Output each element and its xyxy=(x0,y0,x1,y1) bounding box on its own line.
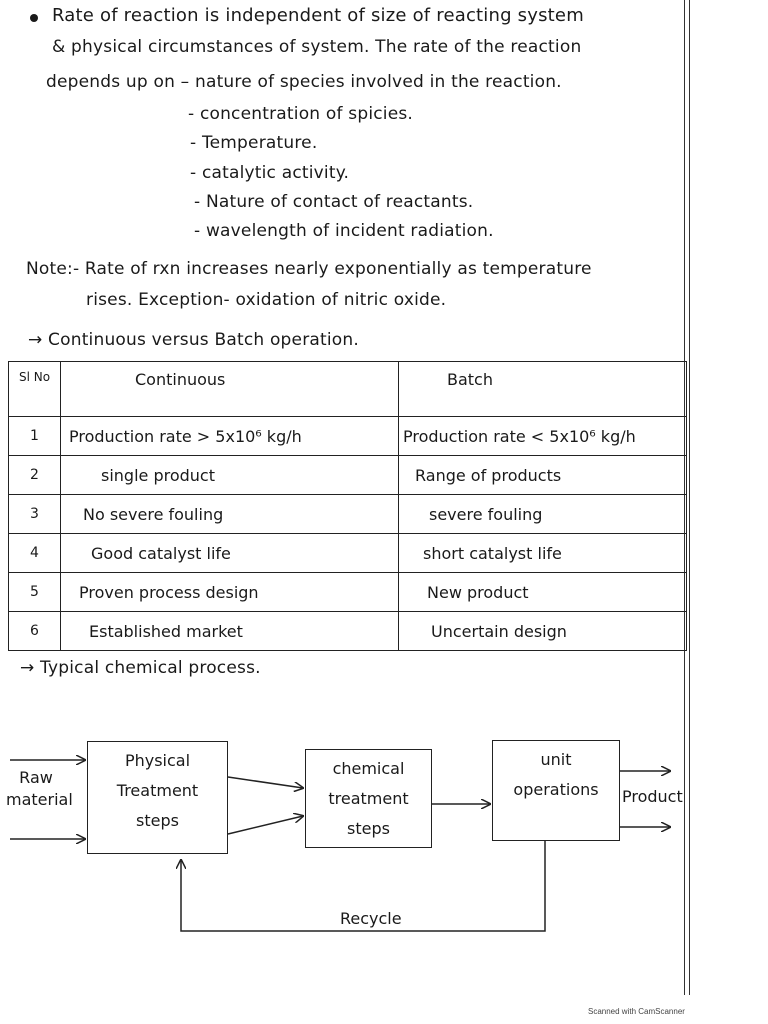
raw-material-label-line: Raw xyxy=(19,768,53,787)
intro-line-2: & physical circumstances of system. The … xyxy=(52,37,582,57)
box-label: treatment xyxy=(328,789,409,808)
cell-batch: short catalyst life xyxy=(398,533,687,573)
table-row: 2 single product Range of products xyxy=(8,455,687,495)
bullet-icon xyxy=(30,14,38,22)
cell-sl: 3 xyxy=(8,494,61,534)
box-label: chemical xyxy=(332,759,405,778)
table-row: 4 Good catalyst life short catalyst life xyxy=(8,533,687,573)
raw-material-label-line: material xyxy=(6,790,73,809)
scanner-stamp: Scanned with CamScanner xyxy=(588,1007,685,1016)
box-label: steps xyxy=(136,811,179,830)
table-row: 3 No severe fouling severe fouling xyxy=(8,494,687,534)
physical-treatment-box: Physical Treatment steps xyxy=(87,741,228,854)
flow-arrow xyxy=(227,776,303,788)
comparison-table: Sl No Continuous Batch 1 Production rate… xyxy=(8,361,687,651)
factor-item: - catalytic activity. xyxy=(190,163,350,183)
box-label: steps xyxy=(347,819,390,838)
intro-line-3: depends up on – nature of species involv… xyxy=(46,72,562,92)
raw-material-label: Raw material xyxy=(6,767,73,811)
recycle-label: Recycle xyxy=(340,909,402,928)
unit-operations-box: unit operations xyxy=(492,740,620,841)
cell-batch: Range of products xyxy=(398,455,687,495)
section-heading: → Continuous versus Batch operation. xyxy=(28,330,359,350)
note-line-1: Note:- Rate of rxn increases nearly expo… xyxy=(26,259,592,279)
cell-continuous: No severe fouling xyxy=(60,494,399,534)
box-label: unit xyxy=(540,750,572,769)
cell-continuous: Established market xyxy=(60,611,399,651)
intro-line-1: Rate of reaction is independent of size … xyxy=(52,5,584,26)
cell-continuous: Production rate > 5x10⁶ kg/h xyxy=(60,416,399,456)
cell-sl: 4 xyxy=(8,533,61,573)
factor-item: - Nature of contact of reactants. xyxy=(194,192,474,212)
product-label: Product xyxy=(622,787,683,806)
process-flow-arrows xyxy=(10,720,700,932)
section-heading: → Typical chemical process. xyxy=(20,658,261,678)
factor-item: - Temperature. xyxy=(190,133,318,153)
cell-batch: severe fouling xyxy=(398,494,687,534)
flow-arrow xyxy=(227,816,303,835)
header-batch: Batch xyxy=(398,361,687,417)
factor-item: - concentration of spicies. xyxy=(188,104,414,124)
header-continuous: Continuous xyxy=(60,361,399,417)
table-row: 5 Proven process design New product xyxy=(8,572,687,612)
recycle-loop xyxy=(181,841,546,932)
box-label: Physical xyxy=(124,751,191,770)
table-row: 1 Production rate > 5x10⁶ kg/h Productio… xyxy=(8,416,687,456)
cell-sl: 2 xyxy=(8,455,61,495)
cell-continuous: Proven process design xyxy=(60,572,399,612)
cell-sl: 1 xyxy=(8,416,61,456)
cell-continuous: single product xyxy=(60,455,399,495)
table-row: 6 Established market Uncertain design xyxy=(8,611,687,651)
box-label: operations xyxy=(513,780,599,799)
table-header-row: Sl No Continuous Batch xyxy=(8,361,687,417)
note-line-2: rises. Exception- oxidation of nitric ox… xyxy=(86,290,447,310)
cell-batch: New product xyxy=(398,572,687,612)
cell-batch: Production rate < 5x10⁶ kg/h xyxy=(398,416,687,456)
cell-batch: Uncertain design xyxy=(398,611,687,651)
header-sl-no: Sl No xyxy=(8,361,61,417)
cell-continuous: Good catalyst life xyxy=(60,533,399,573)
box-label: Treatment xyxy=(116,781,199,800)
cell-sl: 5 xyxy=(8,572,61,612)
chemical-treatment-box: chemical treatment steps xyxy=(305,749,432,848)
factor-item: - wavelength of incident radiation. xyxy=(194,221,494,241)
cell-sl: 6 xyxy=(8,611,61,651)
